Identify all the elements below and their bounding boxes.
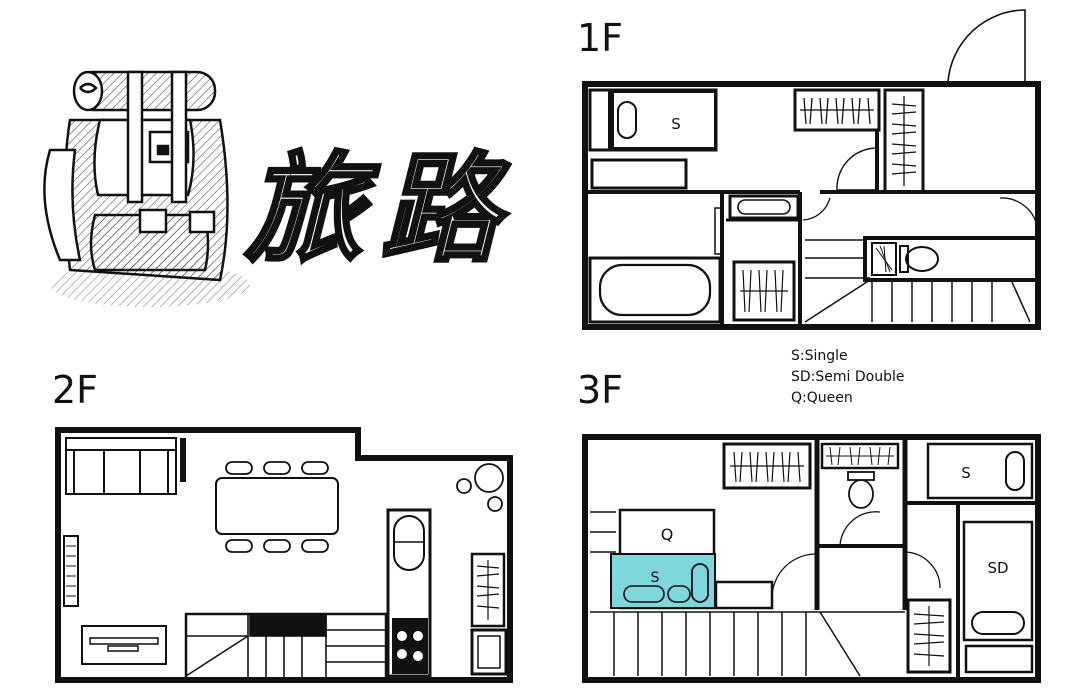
f3-single-highlight-label: S [651, 570, 660, 586]
f2-outer-wall [55, 427, 513, 683]
f3-semi-double-label: SD [987, 559, 1008, 577]
f1-storage-lower [732, 260, 796, 322]
floor-title-3f: 3F [577, 368, 624, 412]
f1-counter [590, 158, 688, 190]
f2-stove [392, 618, 428, 674]
legend-queen: Q:Queen [791, 390, 853, 406]
f3-single-bed-top-label: S [961, 464, 971, 482]
f2-dining-table [215, 477, 339, 535]
f1-single-bed [610, 91, 716, 149]
f3-queen-label: Q [661, 525, 674, 544]
f2-chairs [225, 461, 329, 553]
f1-entrance-door [947, 9, 1026, 83]
f2-shelf [470, 552, 506, 628]
f3-single-bed-top [926, 442, 1034, 500]
f3-outer-wall [582, 434, 1041, 683]
logo-text: 旅路 [244, 140, 517, 278]
floor-title-2f: 2F [52, 368, 99, 412]
bed-legend: S:Single SD:Semi Double Q:Queen [791, 346, 904, 409]
f2-kitchen-counter [386, 508, 432, 678]
f1-stairs [804, 239, 1038, 323]
logo: 旅路 [43, 70, 517, 307]
floor-plan-1f: S [582, 9, 1041, 330]
f3-stairs [590, 511, 905, 677]
f3-toilet-tank [820, 442, 900, 470]
floor-plan-2f [55, 427, 513, 683]
legend-semi-double: SD:Semi Double [791, 369, 905, 385]
f1-toilet [899, 245, 909, 273]
f2-radiator [63, 535, 79, 607]
floor-title-1f: 1F [577, 16, 624, 60]
f2-sofa [65, 437, 177, 495]
f2-tv-stand [81, 625, 167, 665]
f3-toilet [847, 471, 875, 481]
f2-fridge [470, 628, 508, 676]
f3-wardrobe-top [722, 442, 812, 490]
floor-plan-3f: S SD Q S [582, 434, 1041, 683]
backpack-icon [43, 70, 250, 307]
f2-stairs [184, 612, 388, 682]
f2-kitchen-sink [393, 515, 425, 571]
f1-bathtub [598, 263, 712, 317]
f3-semi-double-bed [962, 520, 1034, 642]
f1-single-bed-label: S [671, 115, 681, 133]
legend-single: S:Single [791, 348, 848, 364]
f3-wardrobe-lower [906, 598, 952, 674]
f1-wardrobe-top [793, 88, 881, 132]
f1-outer-wall [582, 81, 1041, 330]
f1-toilet-room [863, 236, 1040, 282]
